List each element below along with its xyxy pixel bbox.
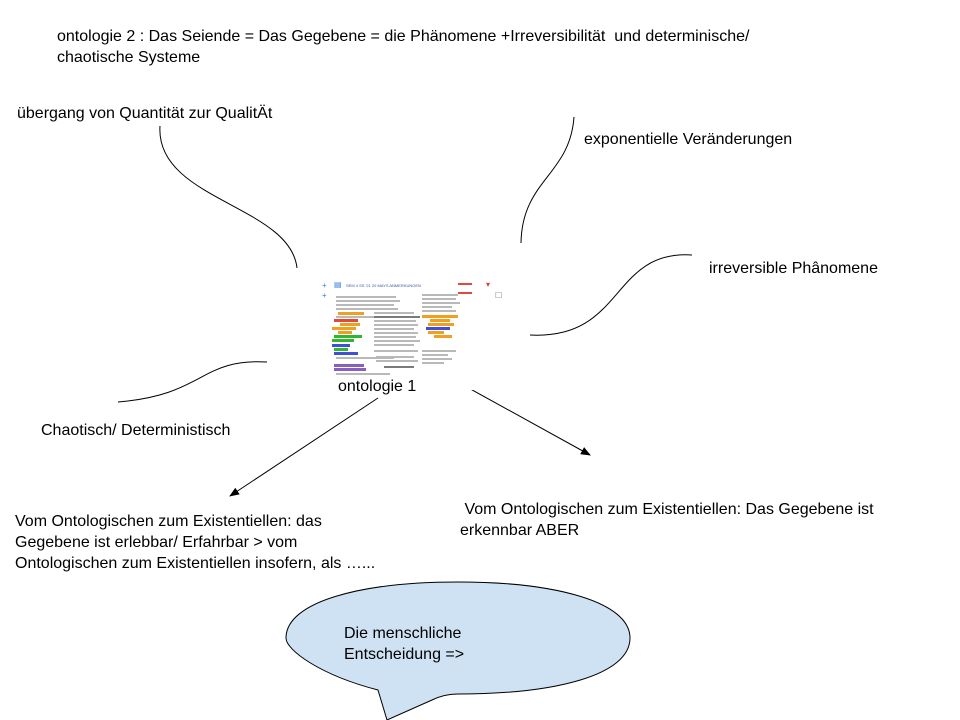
node-irreversible: irreversible Phânomene [709, 260, 878, 277]
speech-bubble-text: Die menschliche Entscheidung => [344, 625, 465, 663]
slide-title: ontologie 2 : Das Seiende = Das Gegebene… [57, 28, 750, 66]
node-existential-right: Vom Ontologischen zum Existentiellen: Da… [460, 501, 874, 539]
node-existential-left: Vom Ontologischen zum Existentiellen: da… [15, 513, 376, 572]
plus-icon: + [322, 281, 327, 290]
speech-bubble [285, 581, 631, 720]
node-quantity-quality: übergang von Quantität zur QualitÄt [17, 105, 273, 122]
connector-quantity-quality [159, 125, 298, 269]
connector-chaotic [117, 361, 268, 403]
node-exponential: exponentielle Veränderungen [584, 131, 793, 148]
thumbnail-title: SEM 4 SS '21 20 MAYS ANMERKUNGEN [346, 283, 421, 288]
connector-exponential [520, 116, 575, 244]
checkbox-icon: ☐ [495, 291, 503, 300]
document-icon: ▤ [334, 280, 342, 289]
chevron-icon: ▾ [486, 280, 491, 289]
center-thumbnail-image: + + ▤ SEM 4 SS '21 20 MAYS ANMERKUNGEN ▾… [318, 278, 508, 390]
node-chaotic: Chaotisch/ Deterministisch [41, 422, 231, 439]
center-label: ontologie 1 [338, 378, 417, 395]
arrow-existential-right [455, 380, 591, 456]
plus-icon: + [322, 291, 327, 300]
arrow-existential-left [229, 397, 379, 497]
connector-irreversible [529, 254, 693, 336]
